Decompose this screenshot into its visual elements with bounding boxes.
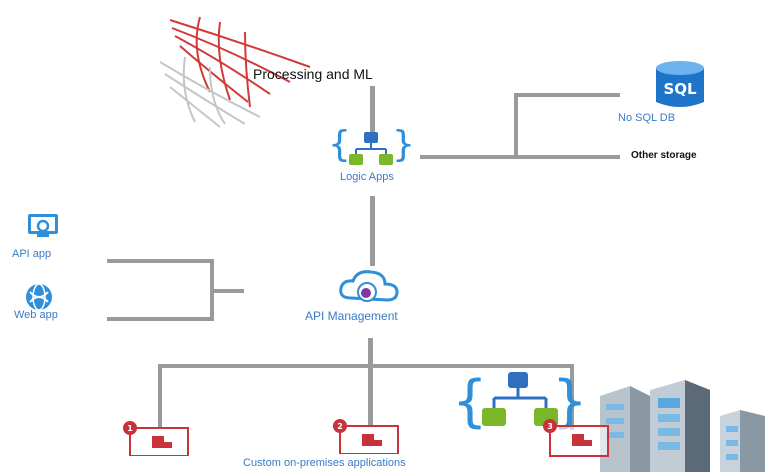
connector-storage-top [514, 93, 620, 97]
connector-apim-down [368, 338, 373, 368]
buildings-icon [590, 376, 771, 472]
onprem-label: Custom on-premises applications [243, 457, 406, 469]
connector-logicapps-apim [370, 196, 375, 266]
api-management-icon[interactable] [335, 268, 405, 308]
svg-text:}: } [392, 124, 415, 165]
application-icon[interactable]: 3 [542, 418, 612, 458]
logic-apps-label: Logic Apps [340, 171, 394, 183]
svg-text:{: { [452, 369, 488, 434]
logic-apps-icon[interactable]: { } [452, 366, 584, 438]
svg-text:1: 1 [127, 424, 133, 433]
connector-apiapp [107, 259, 213, 263]
connector-storage-v [514, 93, 518, 157]
application-icon[interactable]: 2 [332, 418, 402, 454]
logic-apps-icon[interactable]: { } [326, 120, 418, 172]
nosql-label: No SQL DB [618, 112, 676, 124]
connector-app1 [158, 364, 162, 430]
connector-logicapps-storage-h [420, 155, 620, 159]
connector-app2 [368, 364, 373, 430]
svg-text:3: 3 [547, 422, 553, 431]
svg-text:SQL: SQL [663, 80, 697, 98]
connector-app3 [570, 364, 574, 430]
connector-processing-logicapps [370, 86, 375, 134]
svg-text:2: 2 [337, 422, 343, 431]
processing-label: Processing and ML [253, 66, 373, 82]
sql-server-icon [150, 12, 315, 130]
application-icon[interactable]: 1 [122, 420, 192, 456]
connector-apps-apim [210, 289, 244, 293]
api-app-icon[interactable] [26, 212, 60, 242]
sql-database-icon[interactable]: SQL [652, 60, 708, 110]
web-app-icon[interactable] [22, 282, 56, 312]
api-management-label: API Management [305, 309, 398, 323]
api-app-label: API app [12, 248, 52, 260]
connector-bottom-h [158, 364, 574, 368]
other-storage-label: Other storage [631, 150, 697, 161]
svg-text:{: { [328, 124, 351, 165]
web-app-label: Web app [14, 309, 58, 321]
connector-webapp [107, 317, 213, 321]
